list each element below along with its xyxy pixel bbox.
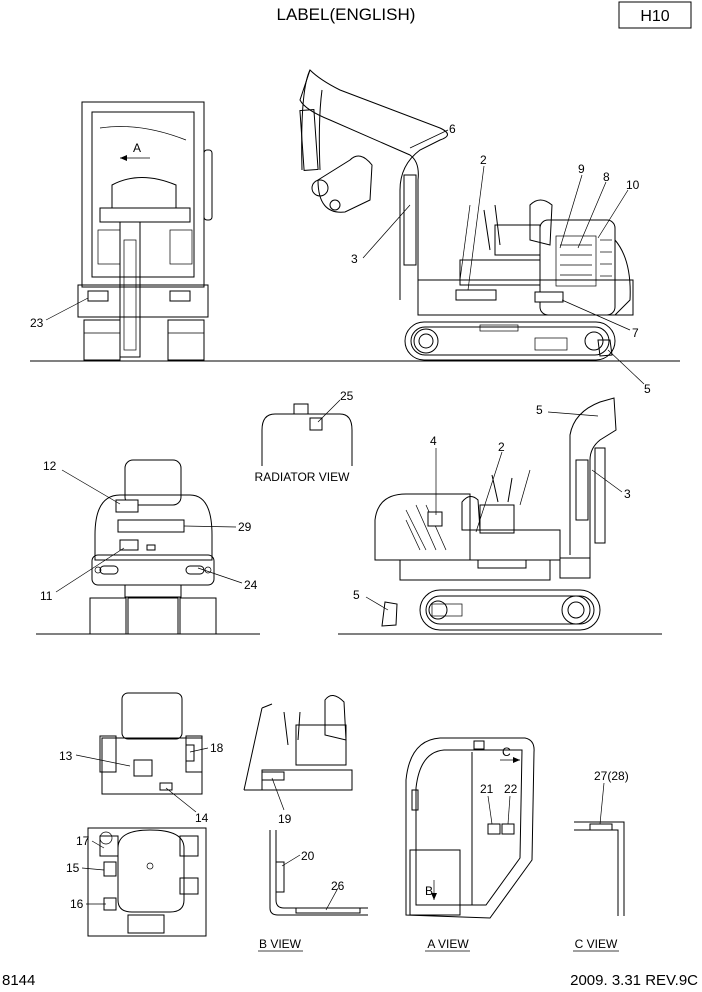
callout-7: 7: [632, 326, 639, 340]
c-view-label: C VIEW: [575, 937, 618, 951]
callout-13: 13: [59, 749, 73, 763]
callout-4: 4: [430, 434, 437, 448]
callout-25: 25: [340, 389, 354, 403]
callout-8: 8: [603, 170, 610, 184]
opposite-side-view-excavator: [338, 397, 662, 635]
sheet-code-box: H10: [618, 1, 692, 29]
callouts: 6 2 3 9 8 10 7 5 23 25 12 29 11 24 4 2 5: [30, 122, 651, 911]
operator-seat-top-detail: [87, 827, 207, 937]
callout-11: 11: [40, 589, 53, 603]
a-view-label: A VIEW: [427, 937, 469, 951]
radiator-view-label: RADIATOR VIEW: [255, 470, 351, 484]
callout-10: 10: [626, 178, 640, 192]
sheet-code: H10: [640, 8, 669, 25]
callout-9: 9: [578, 162, 585, 176]
side-view-excavator: [299, 69, 634, 361]
callout-22: 22: [504, 782, 518, 796]
c-view-detail: C VIEW: [573, 821, 625, 952]
arrow-label-b: B: [425, 884, 433, 898]
arrow-label-a: A: [133, 141, 141, 155]
callout-2-side: 2: [480, 153, 487, 167]
callout-3-rear: 3: [624, 487, 631, 501]
callout-19: 19: [278, 812, 292, 826]
callout-21: 21: [480, 782, 494, 796]
callout-24: 24: [244, 578, 258, 592]
callout-5-rear-bottom: 5: [353, 588, 360, 602]
callout-6: 6: [449, 122, 456, 136]
callout-5-side: 5: [644, 382, 651, 396]
callout-27-28: 27(28): [594, 769, 629, 783]
b-view-detail: B VIEW: [243, 695, 368, 952]
callout-29: 29: [238, 520, 252, 534]
callout-26: 26: [331, 879, 345, 893]
rear-view-excavator: [36, 459, 260, 635]
callout-16: 16: [70, 897, 84, 911]
callout-3-side: 3: [351, 252, 358, 266]
callout-12: 12: [43, 459, 57, 473]
callout-15: 15: [66, 861, 80, 875]
callout-17: 17: [76, 834, 90, 848]
operator-seat-rear-detail: [99, 692, 203, 795]
radiator-view: RADIATOR VIEW: [255, 403, 353, 484]
drawing-number: 8144: [2, 972, 35, 989]
front-view-excavator: A: [30, 101, 680, 362]
callout-23: 23: [30, 316, 44, 330]
callout-18: 18: [210, 741, 224, 755]
callout-14: 14: [195, 811, 209, 825]
arrow-label-c: C: [502, 745, 511, 759]
callout-5-rear-top: 5: [536, 403, 543, 417]
drawing-title: LABEL(ENGLISH): [277, 5, 416, 24]
callout-2-rear: 2: [498, 440, 505, 454]
b-view-label: B VIEW: [259, 937, 302, 951]
date-revision: 2009. 3.31 REV.9C: [570, 972, 698, 989]
a-view-cab-detail: C B A VIEW: [405, 737, 535, 952]
callout-20: 20: [301, 849, 315, 863]
